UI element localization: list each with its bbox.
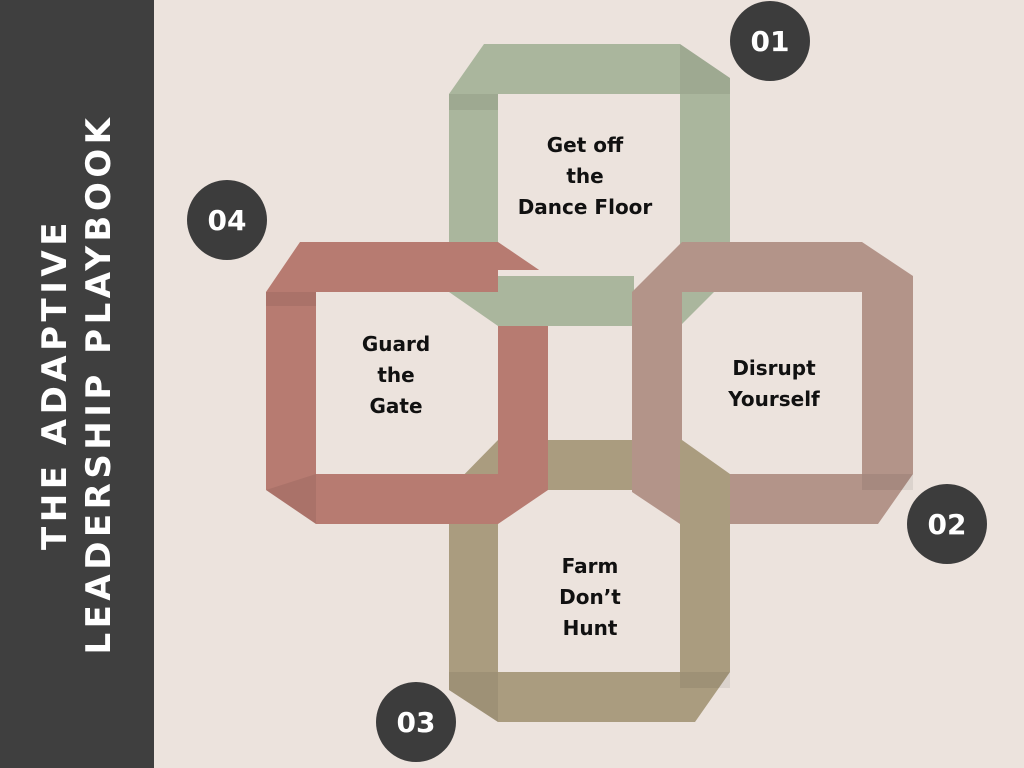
- loop-02-band: [632, 242, 913, 524]
- loop-01-green: [449, 44, 730, 326]
- step-03-label-line: Farm: [561, 554, 619, 578]
- loop-04-fold-bottom: [266, 474, 316, 524]
- step-02-label-line: Yourself: [728, 387, 820, 411]
- step-04-label: Guard the Gate: [362, 329, 430, 422]
- step-04-label-line: Gate: [369, 394, 423, 418]
- step-02-label: Disrupt Yourself: [728, 353, 820, 415]
- loop-03-fold-bottom: [449, 672, 498, 722]
- loop-03-fold-right: [680, 672, 730, 688]
- step-04-label-line: the: [377, 363, 415, 387]
- step-03-number-badge: 03: [376, 682, 456, 762]
- loop-01-fold-left: [449, 94, 498, 110]
- loop-04-fold-left: [266, 292, 316, 306]
- loop-03-band: [449, 440, 730, 722]
- step-03-label-line: Hunt: [562, 616, 618, 640]
- loop-01-fold-top: [680, 44, 730, 94]
- sidebar: THE ADAPTIVE LEADERSHIP PLAYBOOK: [0, 0, 154, 768]
- step-02-label-line: Disrupt: [732, 356, 816, 380]
- loop-04-red: [266, 242, 548, 524]
- step-01-label-line: the: [566, 164, 604, 188]
- loop-02-fold-right: [862, 474, 913, 490]
- step-01-label: Get off the Dance Floor: [518, 130, 653, 223]
- step-01-label-line: Get off: [546, 133, 624, 157]
- loop-01-band: [449, 44, 730, 326]
- step-01-label-line: Dance Floor: [517, 195, 653, 219]
- loop-03-olive: [449, 440, 730, 722]
- step-04-number-badge: 04: [187, 180, 267, 260]
- step-02-number-badge: 02: [907, 484, 987, 564]
- step-04-label-line: Guard: [361, 332, 431, 356]
- step-01-number-badge: 01: [730, 1, 810, 81]
- loop-04-band: [266, 242, 548, 524]
- step-03-label: Farm Don’t Hunt: [559, 551, 621, 644]
- step-03-label-line: Don’t: [559, 585, 621, 609]
